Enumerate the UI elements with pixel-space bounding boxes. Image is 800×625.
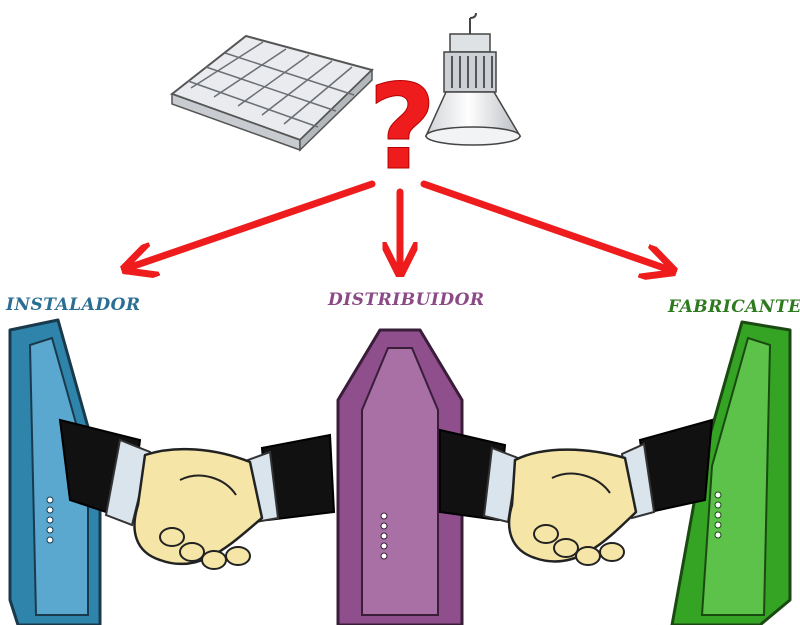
- role-label-manufacturer: FABRICANTE: [667, 297, 800, 317]
- monitor-icon: [336, 328, 464, 625]
- monitor-icon: [8, 318, 102, 625]
- handshake-icon: [439, 418, 714, 566]
- arrow-to-manufacturer: [420, 180, 670, 270]
- role-label-distributor: DISTRIBUIDOR: [327, 290, 485, 310]
- role-label-installer: INSTALADOR: [5, 295, 141, 315]
- handshake-icon: [58, 418, 336, 570]
- arrows: [128, 180, 670, 270]
- ceiling-light-fixture-icon: [169, 34, 374, 152]
- monitor-icon: [670, 320, 792, 625]
- arrow-to-installer: [128, 180, 376, 268]
- question-mark: ?: [368, 58, 436, 196]
- highbay-lamp-icon: [424, 12, 522, 146]
